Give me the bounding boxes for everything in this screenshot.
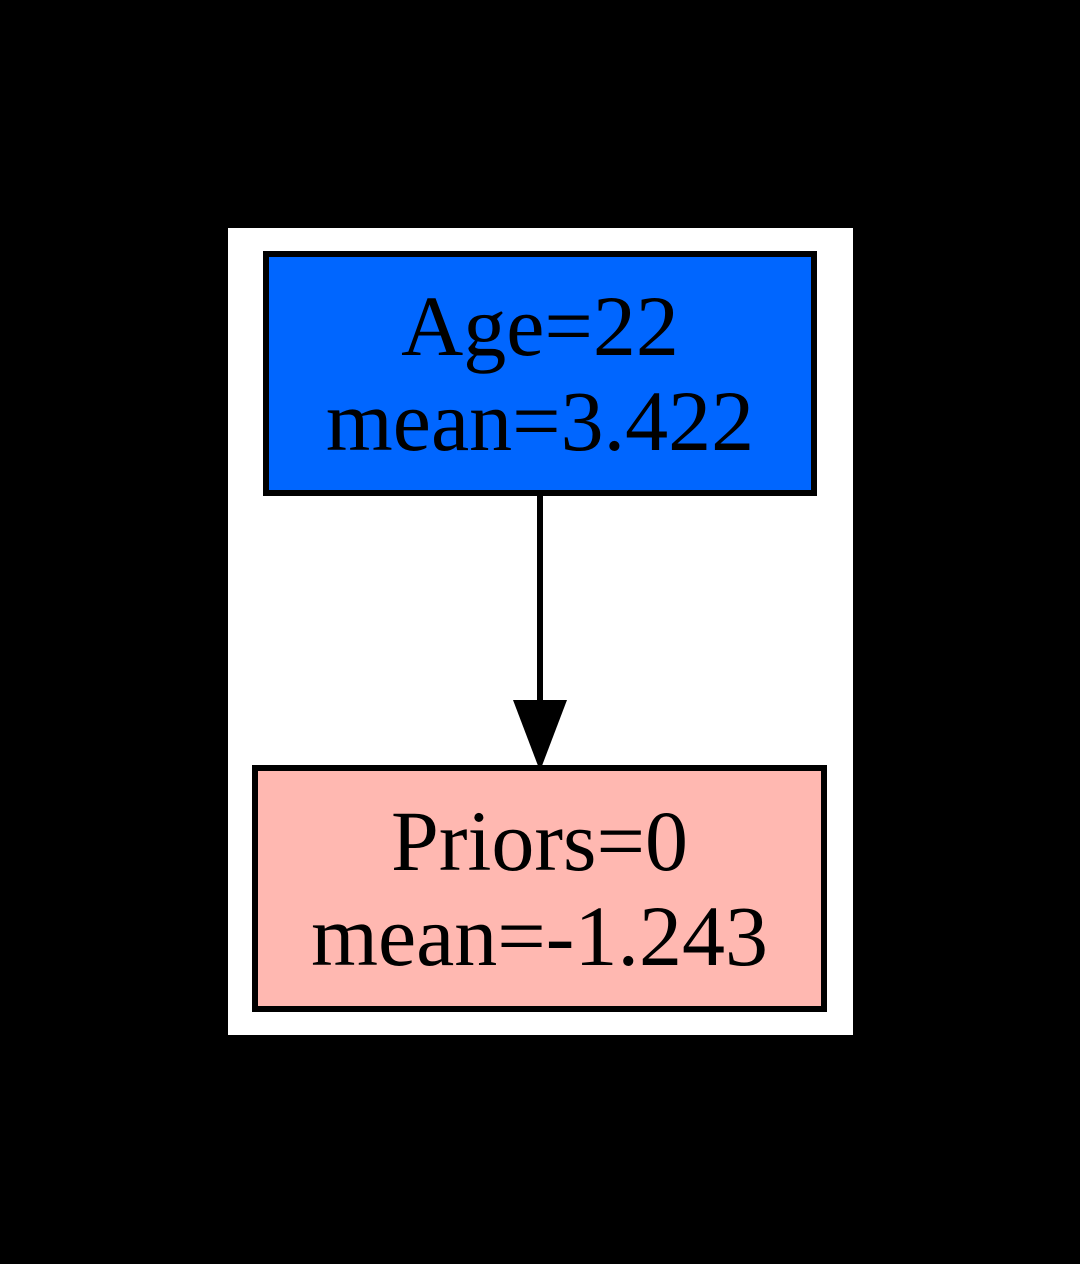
node-age-label-line2: mean=3.422 (325, 372, 755, 469)
node-priors-label-line1: Priors=0 (391, 792, 688, 889)
node-age-label-line1: Age=22 (401, 277, 679, 374)
node-priors-label-line2: mean=-1.243 (311, 887, 768, 984)
edge-age-to-priors-line (537, 496, 543, 700)
graph-canvas: Age=22 mean=3.422 Priors=0 mean=-1.243 (228, 228, 853, 1035)
node-age: Age=22 mean=3.422 (263, 251, 817, 496)
edge-age-to-priors-arrowhead-icon (513, 700, 567, 771)
node-priors: Priors=0 mean=-1.243 (252, 765, 827, 1012)
